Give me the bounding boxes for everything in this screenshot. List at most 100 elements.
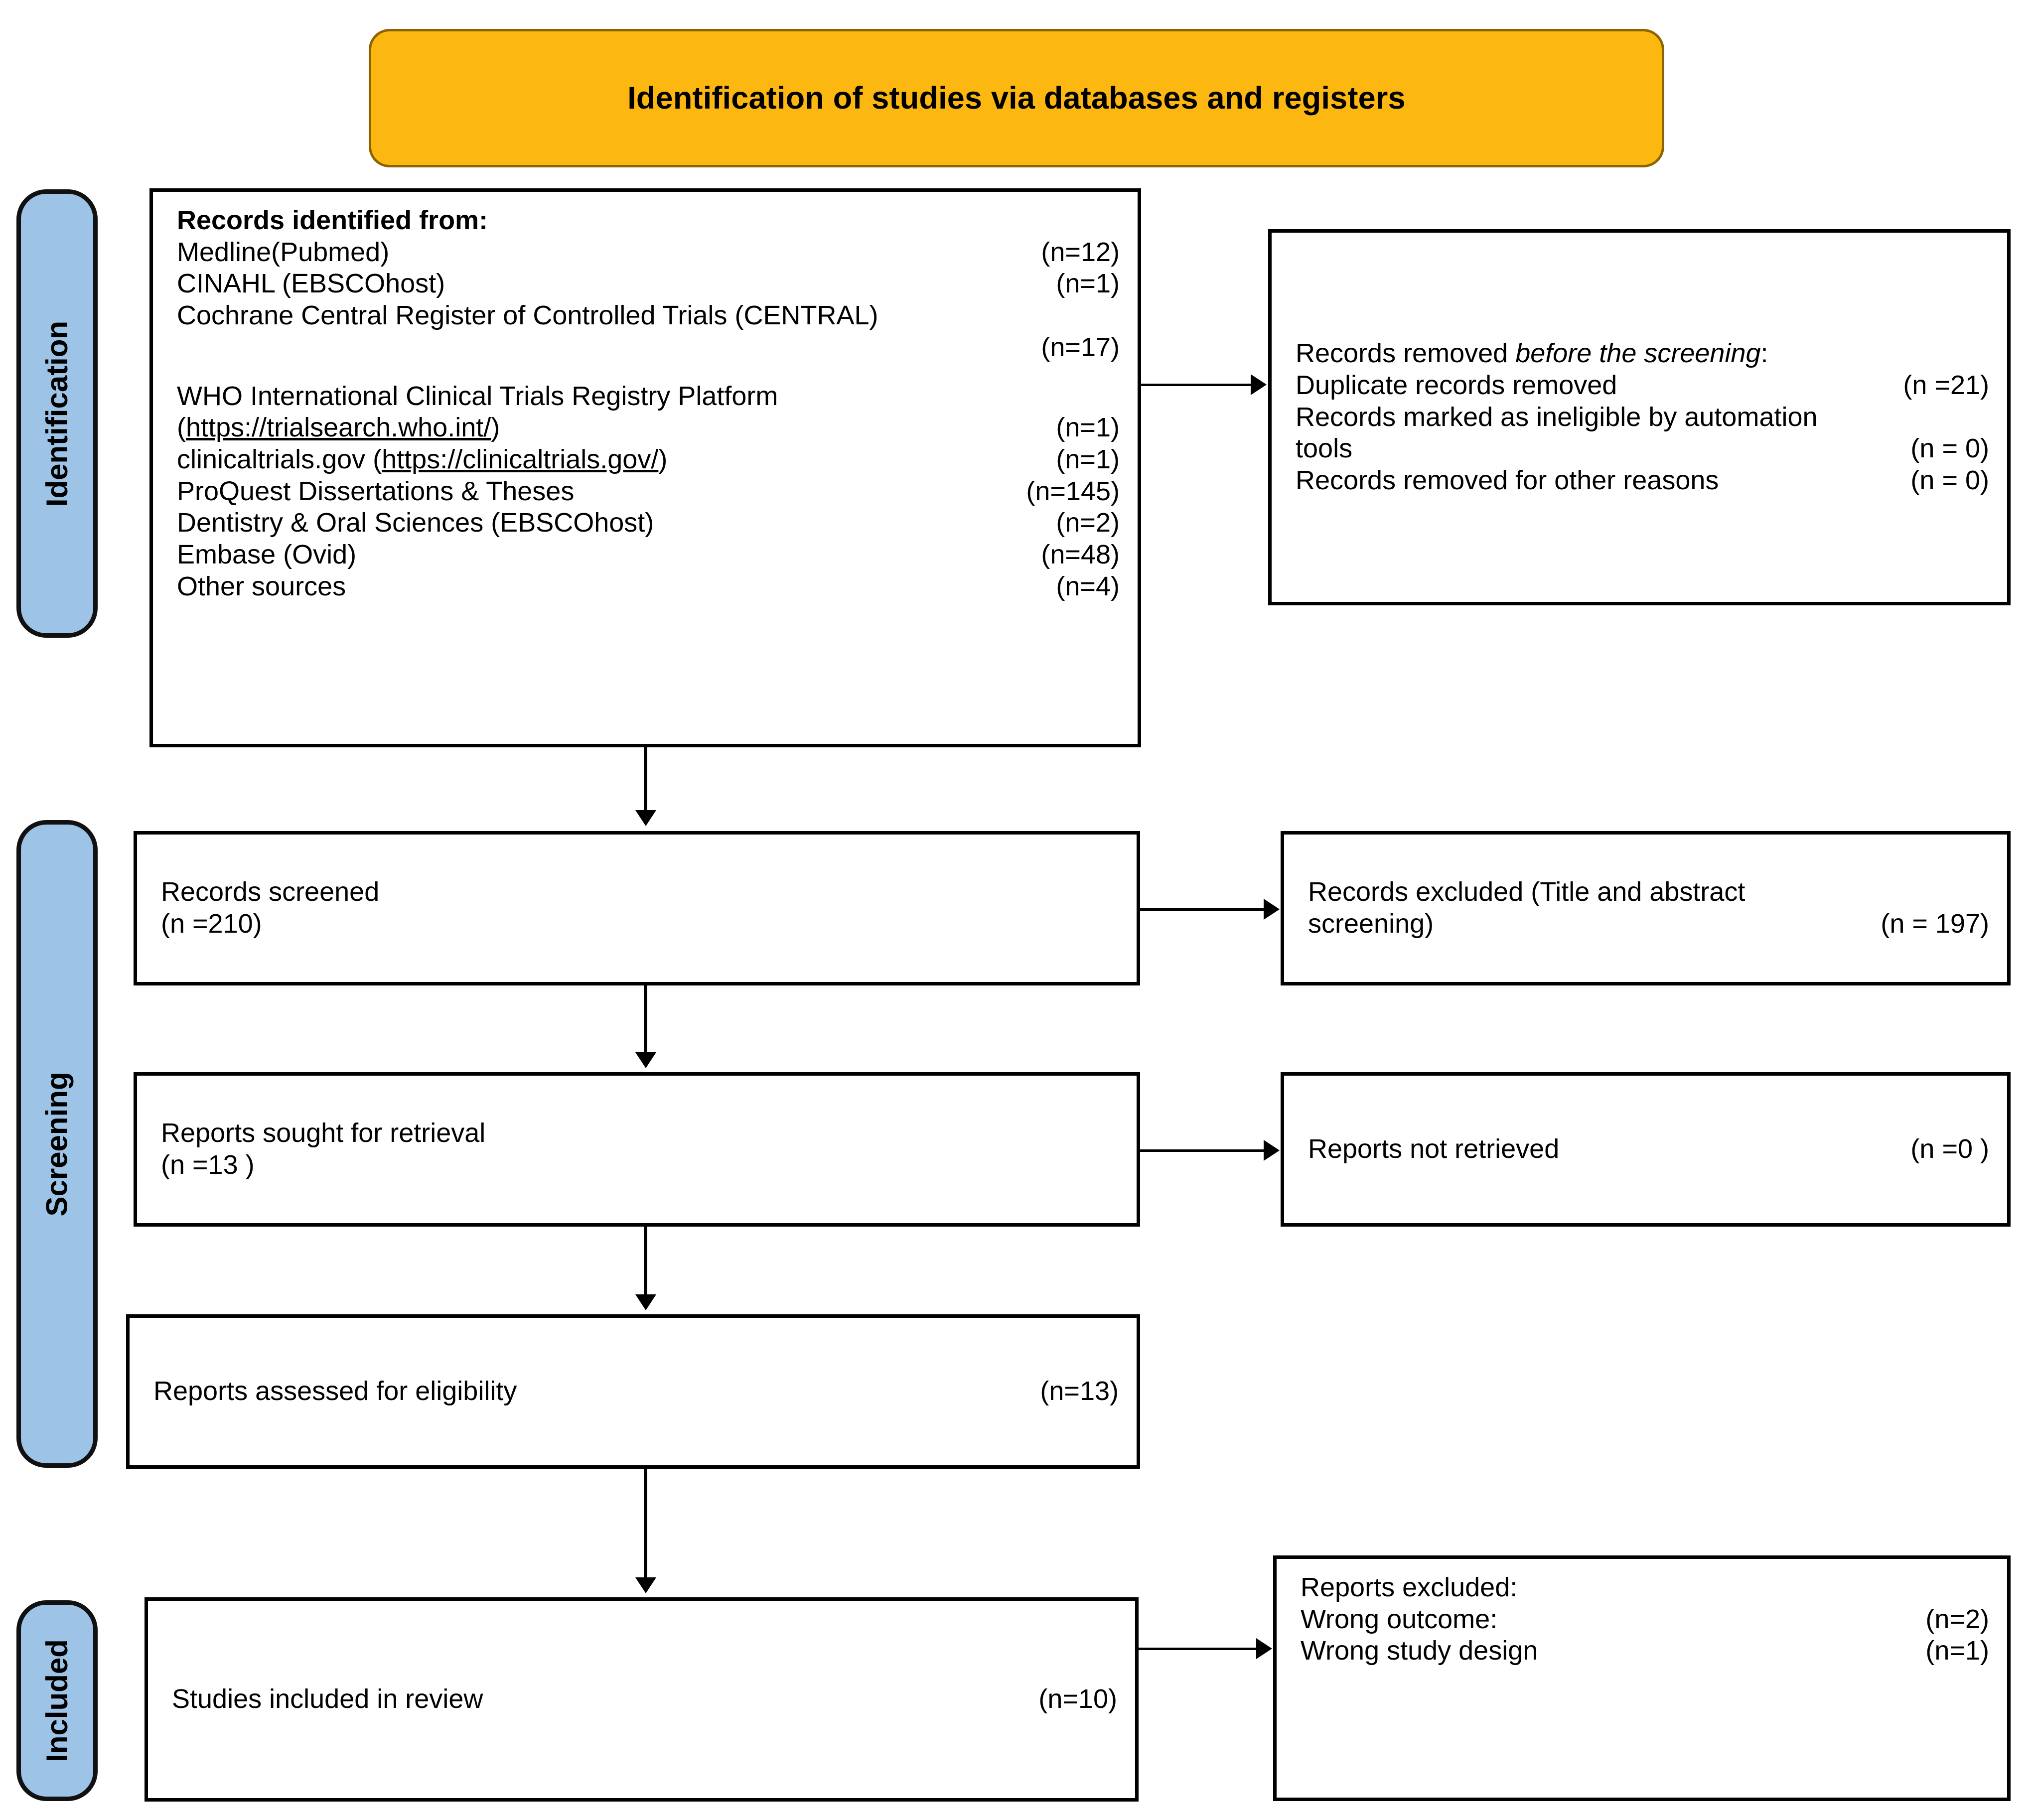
source-label-who: WHO International Clinical Trials Regist… [177, 381, 778, 411]
reports-excluded-label-design: Wrong study design [1301, 1636, 1538, 1666]
source-count-embase: (n=48) [1041, 540, 1120, 570]
removed-heading-suffix: : [1760, 338, 1768, 369]
reports-assessed-count: (n=13) [1040, 1376, 1119, 1406]
connector-included-to-repexcluded [1139, 1648, 1257, 1650]
reports-sought-box: Reports sought for retrieval (n =13 ) [134, 1072, 1140, 1227]
reports-excluded-label-outcome: Wrong outcome: [1301, 1604, 1498, 1634]
stage-label-identification-text: Identification [40, 320, 74, 507]
source-count-cochrane: (n=17) [1041, 332, 1120, 362]
arrowhead-screened-to-excluded [1264, 899, 1280, 920]
removed-row-duplicate: Duplicate records removed (n =21) [1296, 370, 1989, 402]
studies-included-label: Studies included in review [172, 1684, 483, 1714]
diagram-title: Identification of studies via databases … [627, 81, 1406, 116]
source-row-medline: Medline(Pubmed) (n=12) [177, 237, 1120, 269]
records-screened-box: Records screened (n =210) [134, 831, 1140, 985]
source-row-clinicaltrials: clinicaltrials.gov (https://clinicaltria… [177, 444, 1120, 476]
connector-sought-to-assessed [644, 1227, 647, 1295]
source-label-medline: Medline(Pubmed) [177, 237, 390, 267]
source-label-who-url: (https://trialsearch.who.int/) [177, 412, 500, 444]
reports-excluded-heading: Reports excluded: [1301, 1572, 1518, 1602]
records-identified-box: Records identified from: Medline(Pubmed)… [149, 188, 1141, 747]
reports-excluded-row-design: Wrong study design (n=1) [1301, 1635, 1989, 1667]
reports-excluded-box: Reports excluded: Wrong outcome: (n=2) W… [1273, 1555, 2011, 1801]
source-row-embase: Embase (Ovid) (n=48) [177, 539, 1120, 571]
records-screened-label: Records screened [161, 877, 380, 907]
studies-included-box: Studies included in review (n=10) [145, 1597, 1139, 1802]
source-row-who-url: (https://trialsearch.who.int/) (n=1) [177, 412, 1120, 444]
arrowhead-included-to-repexcluded [1256, 1638, 1272, 1659]
connector-screened-to-excluded [1140, 908, 1265, 911]
source-count-medline: (n=12) [1041, 237, 1120, 267]
records-identified-heading: Records identified from: [177, 205, 488, 235]
connector-assessed-to-included [644, 1469, 647, 1578]
removed-label-other: Records removed for other reasons [1296, 465, 1719, 496]
source-count-other: (n=4) [1056, 571, 1120, 601]
stage-label-included: Included [16, 1600, 98, 1801]
identified-spacer [177, 364, 1120, 381]
removed-count-tools: (n = 0) [1910, 433, 1989, 464]
ct-suffix: ) [658, 444, 668, 475]
studies-included-row: Studies included in review (n=10) [172, 1683, 1117, 1715]
removed-label-tools: tools [1296, 433, 1353, 464]
records-excluded-box: Records excluded (Title and abstract scr… [1281, 831, 2011, 985]
source-label-embase: Embase (Ovid) [177, 540, 357, 570]
reports-sought-label: Reports sought for retrieval [161, 1118, 486, 1148]
reports-assessed-row: Reports assessed for eligibility (n=13) [153, 1376, 1119, 1407]
records-excluded-count: (n = 197) [1881, 909, 1989, 939]
source-row-proquest: ProQuest Dissertations & Theses (n=145) [177, 476, 1120, 508]
removed-count-other: (n = 0) [1910, 465, 1989, 496]
studies-included-count: (n=10) [1038, 1684, 1117, 1714]
reports-sought-count: (n =13 ) [161, 1150, 255, 1180]
reports-not-retrieved-row: Reports not retrieved (n =0 ) [1308, 1133, 1989, 1165]
reports-excluded-row-outcome: Wrong outcome: (n=2) [1301, 1604, 1989, 1636]
reports-not-retrieved-box: Reports not retrieved (n =0 ) [1281, 1072, 2011, 1227]
arrowhead-identified-to-removed [1251, 374, 1267, 395]
records-excluded-line2: screening) [1308, 909, 1434, 939]
source-count-who: (n=1) [1056, 413, 1120, 443]
removed-row-other: Records removed for other reasons (n = 0… [1296, 465, 1989, 497]
who-url-link[interactable]: https://trialsearch.who.int/ [185, 413, 491, 443]
stage-label-identification: Identification [16, 189, 98, 638]
stage-label-screening-text: Screening [40, 1071, 74, 1217]
source-row-cinahl: CINAHL (EBSCOhost) (n=1) [177, 268, 1120, 300]
connector-sought-to-notretrieved [1140, 1149, 1265, 1152]
records-screened-count: (n =210) [161, 909, 262, 939]
diagram-title-banner: Identification of studies via databases … [369, 29, 1664, 167]
reports-not-retrieved-label: Reports not retrieved [1308, 1134, 1560, 1164]
reports-assessed-box: Reports assessed for eligibility (n=13) [126, 1314, 1140, 1469]
ct-prefix: clinicaltrials.gov ( [177, 444, 382, 475]
reports-excluded-count-outcome: (n=2) [1925, 1604, 1989, 1634]
arrowhead-sought-to-assessed [635, 1294, 656, 1310]
arrowhead-sought-to-notretrieved [1264, 1140, 1280, 1161]
records-excluded-row2: screening) (n = 197) [1308, 908, 1989, 940]
removed-heading-prefix: Records removed [1296, 338, 1516, 369]
removed-label-duplicate: Duplicate records removed [1296, 370, 1617, 400]
source-row-other: Other sources (n=4) [177, 571, 1120, 603]
records-excluded-line1: Records excluded (Title and abstract [1308, 877, 1745, 907]
removed-heading-italic: before the screening [1515, 338, 1761, 369]
source-label-clinicaltrials: clinicaltrials.gov (https://clinicaltria… [177, 444, 667, 476]
arrowhead-screened-to-sought [635, 1052, 656, 1068]
source-label-other: Other sources [177, 571, 346, 601]
who-paren-close: ) [491, 413, 500, 443]
stage-label-included-text: Included [40, 1639, 74, 1762]
arrowhead-assessed-to-included [635, 1577, 656, 1593]
reports-not-retrieved-count: (n =0 ) [1910, 1134, 1989, 1164]
source-count-proquest: (n=145) [1026, 476, 1120, 506]
source-row-cochrane-count: (n=17) [177, 332, 1120, 364]
source-label-proquest: ProQuest Dissertations & Theses [177, 476, 575, 506]
source-count-dentistry: (n=2) [1056, 508, 1120, 538]
source-row-dentistry: Dentistry & Oral Sciences (EBSCOhost) (n… [177, 507, 1120, 539]
source-label-cochrane: Cochrane Central Register of Controlled … [177, 300, 878, 331]
removed-row-tools: tools (n = 0) [1296, 433, 1989, 465]
source-label-cinahl: CINAHL (EBSCOhost) [177, 269, 445, 299]
removed-label-automation: Records marked as ineligible by automati… [1296, 402, 1818, 432]
records-removed-box: Records removed before the screening: Du… [1268, 229, 2011, 605]
reports-assessed-label: Reports assessed for eligibility [153, 1376, 517, 1406]
clinicaltrials-url-link[interactable]: https://clinicaltrials.gov/ [382, 444, 659, 475]
connector-identified-to-removed [1141, 384, 1252, 386]
reports-excluded-count-design: (n=1) [1925, 1636, 1989, 1666]
records-removed-heading: Records removed before the screening: [1296, 338, 1989, 370]
who-paren-open: ( [177, 413, 186, 443]
